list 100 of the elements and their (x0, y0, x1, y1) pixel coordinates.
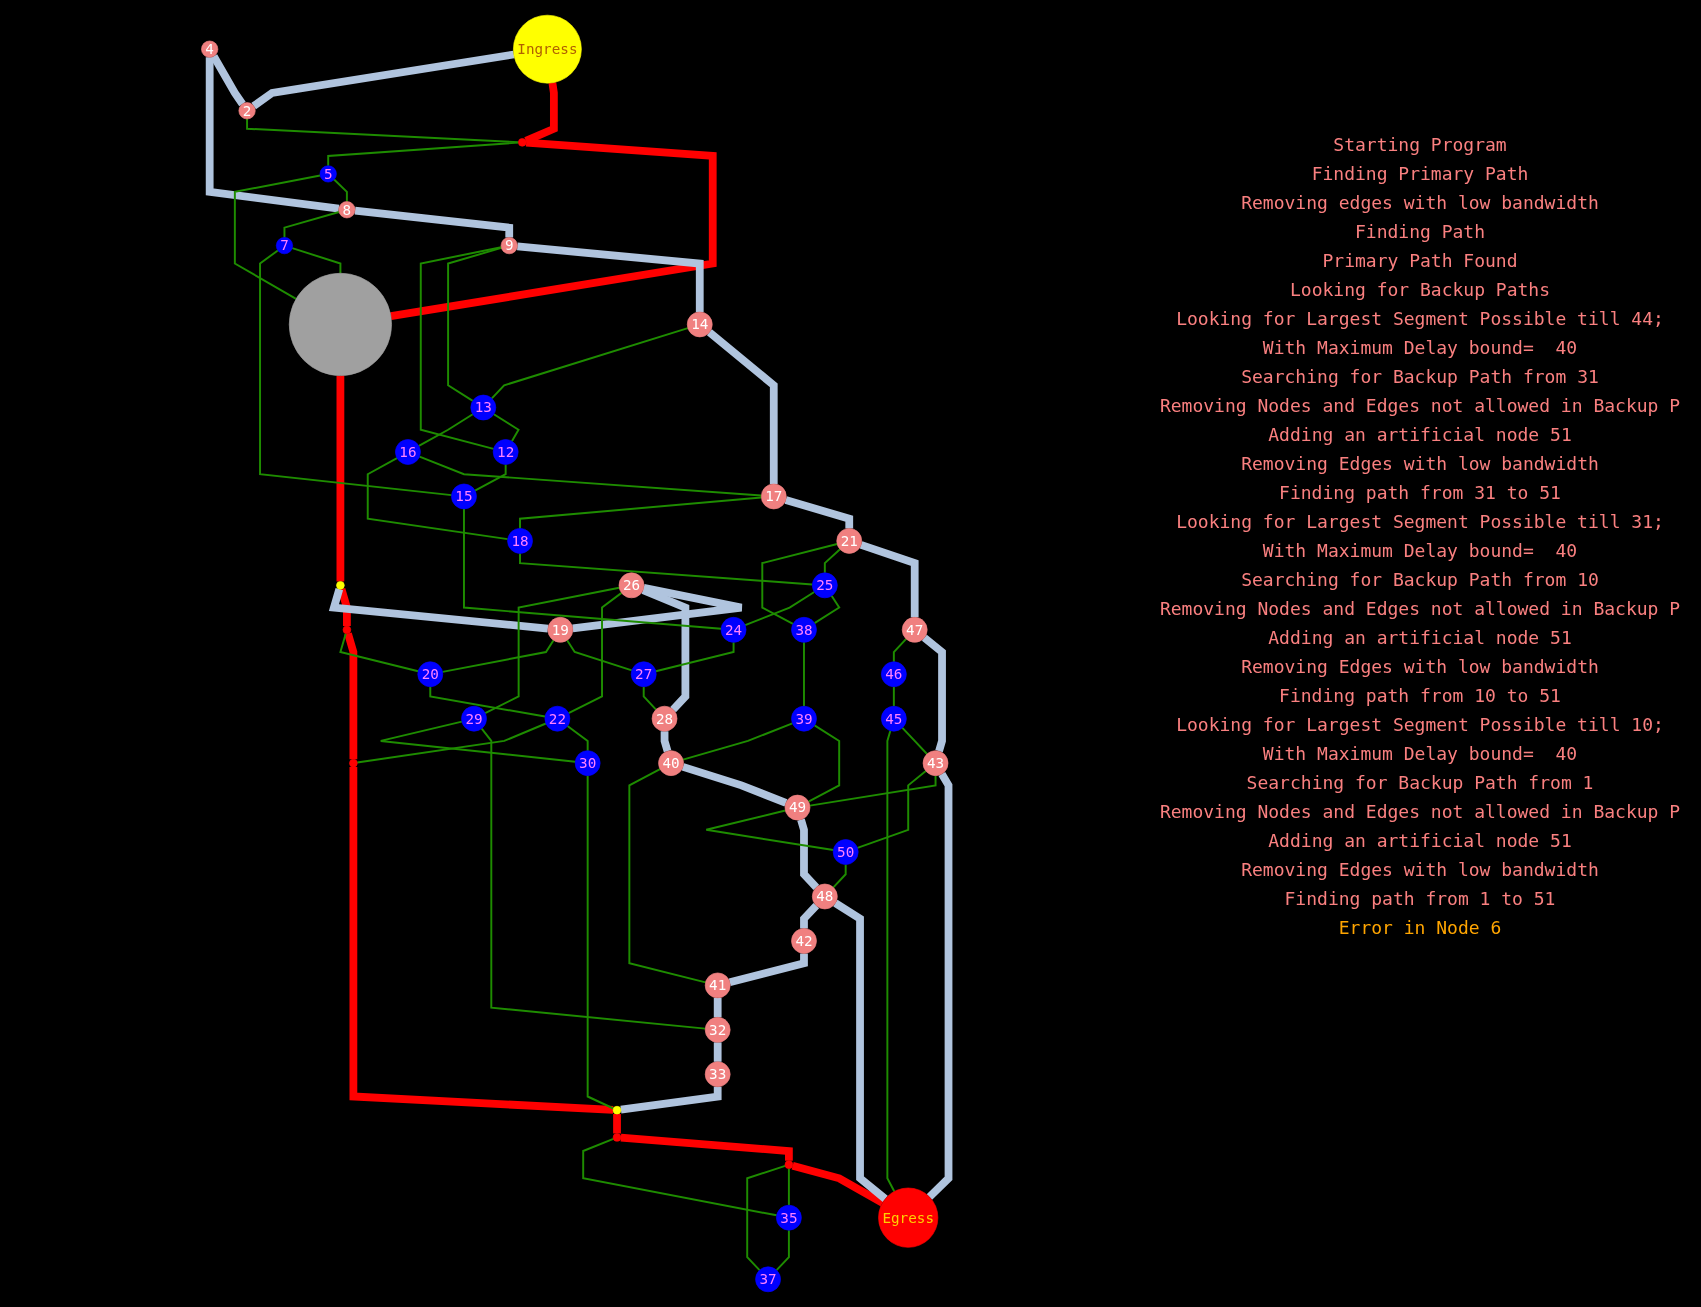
log-line: Finding Primary Path (1310, 162, 1530, 186)
node-circle (755, 1266, 781, 1293)
connector (813, 594, 841, 625)
connector (366, 457, 509, 541)
connector (480, 727, 707, 1030)
connector (417, 413, 474, 447)
connector (921, 634, 946, 753)
node-circle (417, 661, 444, 688)
connector (856, 770, 927, 849)
connector (833, 899, 888, 1202)
log-line: Adding an artificial node 51 (1267, 829, 1573, 853)
connector (354, 206, 514, 238)
connector (251, 50, 515, 110)
connector (333, 178, 348, 203)
node-circle (395, 439, 421, 465)
log-line: Looking for Largest Segment Possible till 10; (1175, 713, 1665, 737)
log-line: Adding an artificial node 51 (1267, 626, 1573, 650)
connector (744, 591, 816, 627)
node-circle (288, 272, 392, 376)
node-circle (618, 572, 645, 599)
connector (808, 774, 937, 807)
connector (803, 641, 805, 708)
node-circle (686, 311, 713, 338)
connector (233, 174, 322, 300)
connector (682, 722, 794, 761)
node-circle (881, 705, 907, 732)
connector (566, 639, 633, 672)
node-circle (238, 102, 256, 120)
connector (566, 725, 589, 752)
connector (356, 722, 547, 764)
log-line: Finding path from 31 to 51 (1278, 481, 1562, 505)
connector (807, 724, 841, 803)
connector (800, 902, 820, 929)
node-circle (791, 705, 817, 732)
node-circle (922, 750, 949, 776)
connector (283, 211, 340, 239)
connector (892, 685, 895, 708)
node-circle (651, 705, 678, 732)
log-line: Finding path from 1 to 51 (1283, 887, 1557, 911)
connector (418, 455, 763, 497)
connector (832, 863, 847, 889)
node-circle (338, 201, 356, 219)
log-line: Removing Nodes and Edges not allowed in Backup P (1158, 394, 1682, 418)
log-line: Looking for Largest Segment Possible till 44; (1175, 307, 1665, 331)
node-circle (812, 572, 838, 599)
connector (823, 548, 841, 574)
connector (429, 685, 547, 718)
connector (327, 141, 520, 167)
node-circle (791, 616, 817, 643)
connector (492, 413, 520, 443)
connector (474, 463, 507, 492)
connector (660, 731, 672, 753)
node-circle (630, 661, 657, 688)
node-circle (342, 625, 352, 634)
connector (586, 774, 615, 1110)
log-line: Finding path from 10 to 51 (1278, 684, 1562, 708)
connector (654, 641, 735, 673)
connector (791, 1161, 885, 1207)
node-circle (492, 439, 519, 465)
connector (259, 249, 453, 497)
node-circle (776, 1204, 802, 1231)
log-line: With Maximum Delay bound= 40 (1261, 336, 1579, 360)
node-circle (881, 661, 907, 688)
connector (328, 588, 549, 633)
node-circle (470, 394, 497, 421)
node-circle (574, 750, 601, 776)
node-circle (720, 616, 747, 643)
connector (728, 953, 808, 987)
log-line: Starting Program (1332, 133, 1508, 157)
node-circle (461, 705, 487, 732)
node-circle (812, 883, 838, 910)
node-circle (612, 1105, 622, 1115)
node-circle (832, 839, 859, 865)
connector (291, 247, 342, 275)
node-circle (836, 528, 863, 554)
connector (447, 246, 503, 402)
node-circle (760, 483, 787, 510)
node-circle (275, 237, 293, 255)
connector (519, 552, 814, 586)
node-circle (901, 616, 928, 643)
node-circle (704, 1061, 731, 1088)
log-line: Finding Path (1353, 220, 1486, 244)
node-circle (544, 705, 571, 732)
connector (517, 242, 704, 312)
connector (886, 729, 896, 1193)
connector (706, 329, 778, 484)
connector (379, 720, 577, 763)
connector (797, 818, 820, 891)
connector (892, 637, 908, 663)
node-circle (784, 794, 811, 821)
node-circle (518, 138, 527, 147)
connector (484, 586, 621, 715)
node-circle (704, 972, 731, 999)
connector (746, 1164, 787, 1272)
log-line: Searching for Backup Path from 10 (1240, 568, 1600, 592)
node-circle (349, 758, 358, 768)
node-circle (878, 1187, 939, 1248)
connector (519, 496, 763, 530)
log-line: Searching for Backup Path from 1 (1245, 771, 1595, 795)
network-graph: 4 Ingress 2 5 8 7 9 14 13 16 12 15 17 18 21 26 25 19 24 38 47 20 27 46 29 22 28 39 45 30 40 43 49 50 48 42 41 32 33 35 Egress 37 (10, 10, 1140, 1297)
